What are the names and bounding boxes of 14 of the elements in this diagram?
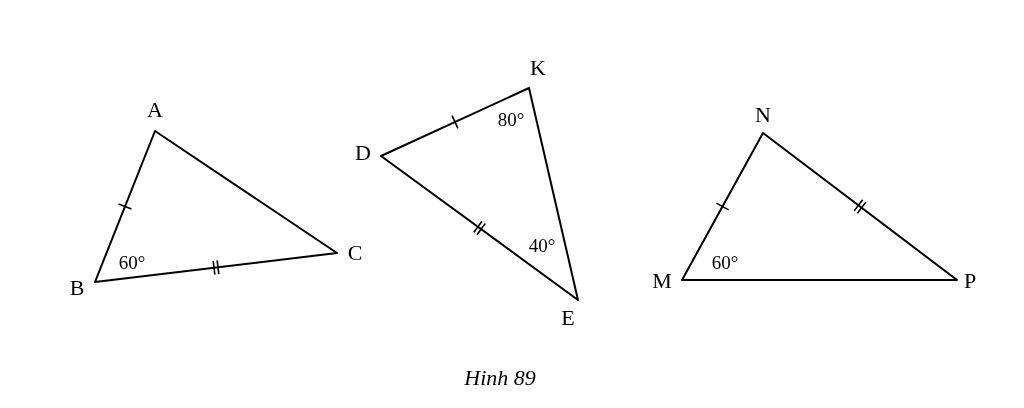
angle-label: 60° xyxy=(118,252,146,272)
vertex-label: B xyxy=(69,277,85,299)
vertex-label: E xyxy=(561,307,575,329)
vertex-label: D xyxy=(355,142,371,164)
angle-label: 40° xyxy=(528,235,556,255)
angle-label: 60° xyxy=(711,252,739,272)
vertex-label: P xyxy=(963,270,977,292)
caption: Hinh 89 xyxy=(464,363,536,392)
vertex-label: K xyxy=(530,57,546,79)
vertex-label: A xyxy=(147,99,163,121)
vertex-label: N xyxy=(755,104,771,126)
angle-label: 80° xyxy=(497,109,525,129)
vertex-label: C xyxy=(347,242,363,264)
vertex-label: M xyxy=(652,270,672,292)
